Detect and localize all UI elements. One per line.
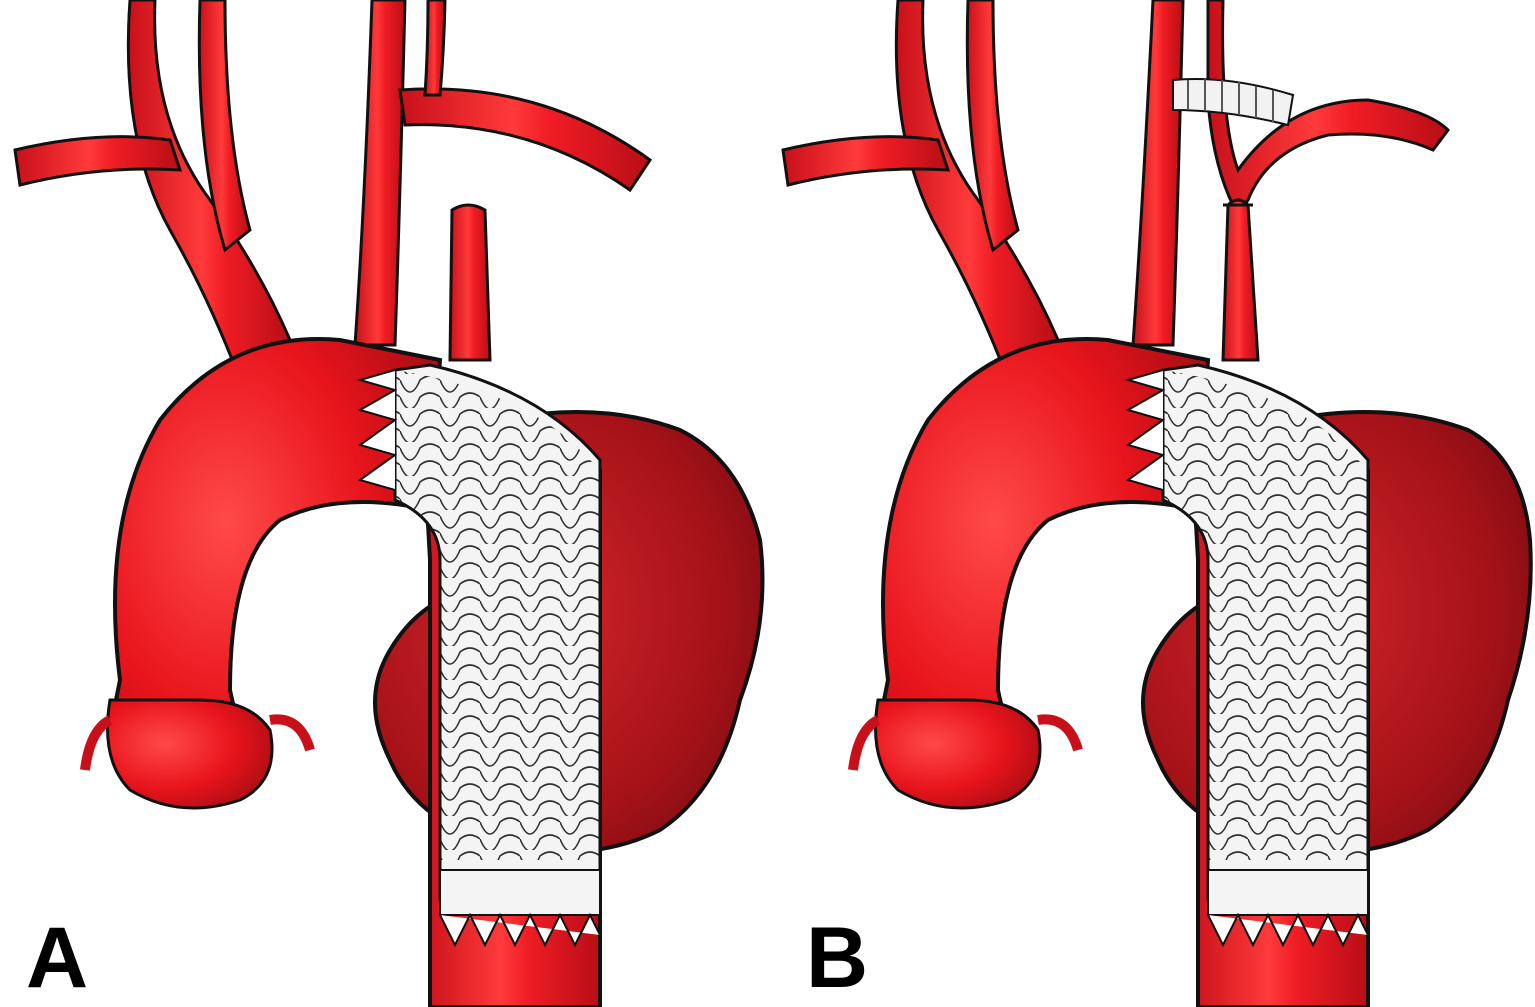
aortic-root — [106, 698, 274, 810]
right-common-carotid — [965, 0, 1020, 253]
panel-label-a: A — [26, 910, 89, 1006]
carotid-subclavian-bypass-graft — [1172, 78, 1295, 127]
right-subclavian — [13, 135, 183, 187]
left-subclavian-cranial — [423, 0, 447, 97]
coronary-right — [269, 714, 315, 752]
aortic-arch-illustration-a — [13, 0, 765, 1007]
panel-label-b: B — [806, 910, 869, 1006]
panel-a: A — [0, 0, 767, 1007]
panel-b: B — [768, 0, 1535, 1007]
right-common-carotid — [197, 0, 252, 253]
stent-graft — [356, 363, 602, 948]
aortic-arch-illustration-b — [781, 0, 1533, 1007]
coronary-left — [848, 715, 881, 771]
stent-graft — [1124, 363, 1370, 948]
right-subclavian — [781, 135, 951, 187]
left-common-carotid — [353, 0, 407, 347]
coronary-right — [1037, 714, 1083, 752]
left-subclavian-transposed — [398, 87, 653, 193]
aortic-root — [874, 698, 1042, 810]
subclavian-stump — [448, 203, 492, 362]
ligated-subclavian-stump — [1221, 198, 1260, 362]
left-common-carotid — [1131, 0, 1185, 347]
coronary-left — [80, 715, 113, 771]
